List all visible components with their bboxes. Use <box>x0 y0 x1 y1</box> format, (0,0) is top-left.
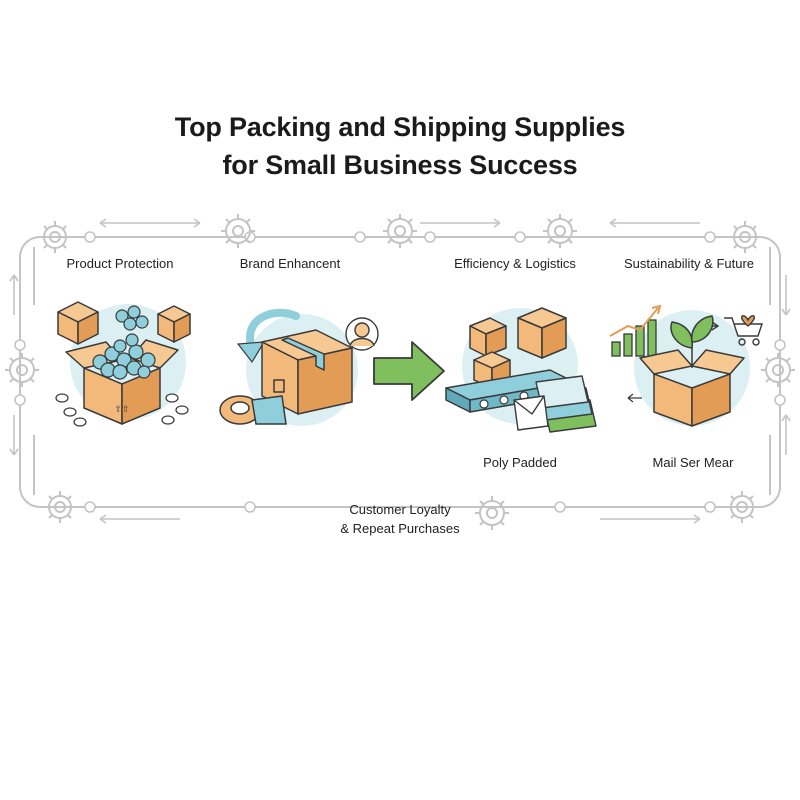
packing-peanuts-box-icon: ⇧⇧ <box>55 301 191 427</box>
section-label-product-protection: Product Protection <box>66 256 174 271</box>
section-label-sustainability-future: Sustainability & Future <box>623 256 755 271</box>
page-title: Top Packing and Shipping Supplies for Sm… <box>0 108 800 184</box>
section-label-brand-enhancement: Brand Enhancent <box>239 256 341 271</box>
footer-label: Customer Loyalty & Repeat Purchases <box>300 500 500 538</box>
svg-text:⇧⇧: ⇧⇧ <box>114 405 129 415</box>
footer-line-1: Customer Loyalty <box>349 502 451 517</box>
arrow-right-icon <box>373 341 445 401</box>
avatar <box>345 317 379 351</box>
title-line-1: Top Packing and Shipping Supplies <box>174 112 626 142</box>
sub-label-mail-ser-mear: Mail Ser Mear <box>652 455 734 470</box>
gear-icons <box>5 214 795 530</box>
plant-box-growth-icon <box>609 304 763 427</box>
section-label-efficiency-logistics: Efficiency & Logistics <box>454 256 576 271</box>
branded-box-tape-icon <box>219 308 379 426</box>
sub-label-poly-padded: Poly Padded <box>483 455 557 470</box>
process-frame <box>5 214 795 530</box>
footer-line-2: & Repeat Purchases <box>340 521 460 536</box>
conveyor-boxes-icon <box>445 307 597 433</box>
title-line-2: for Small Business Success <box>222 150 578 180</box>
